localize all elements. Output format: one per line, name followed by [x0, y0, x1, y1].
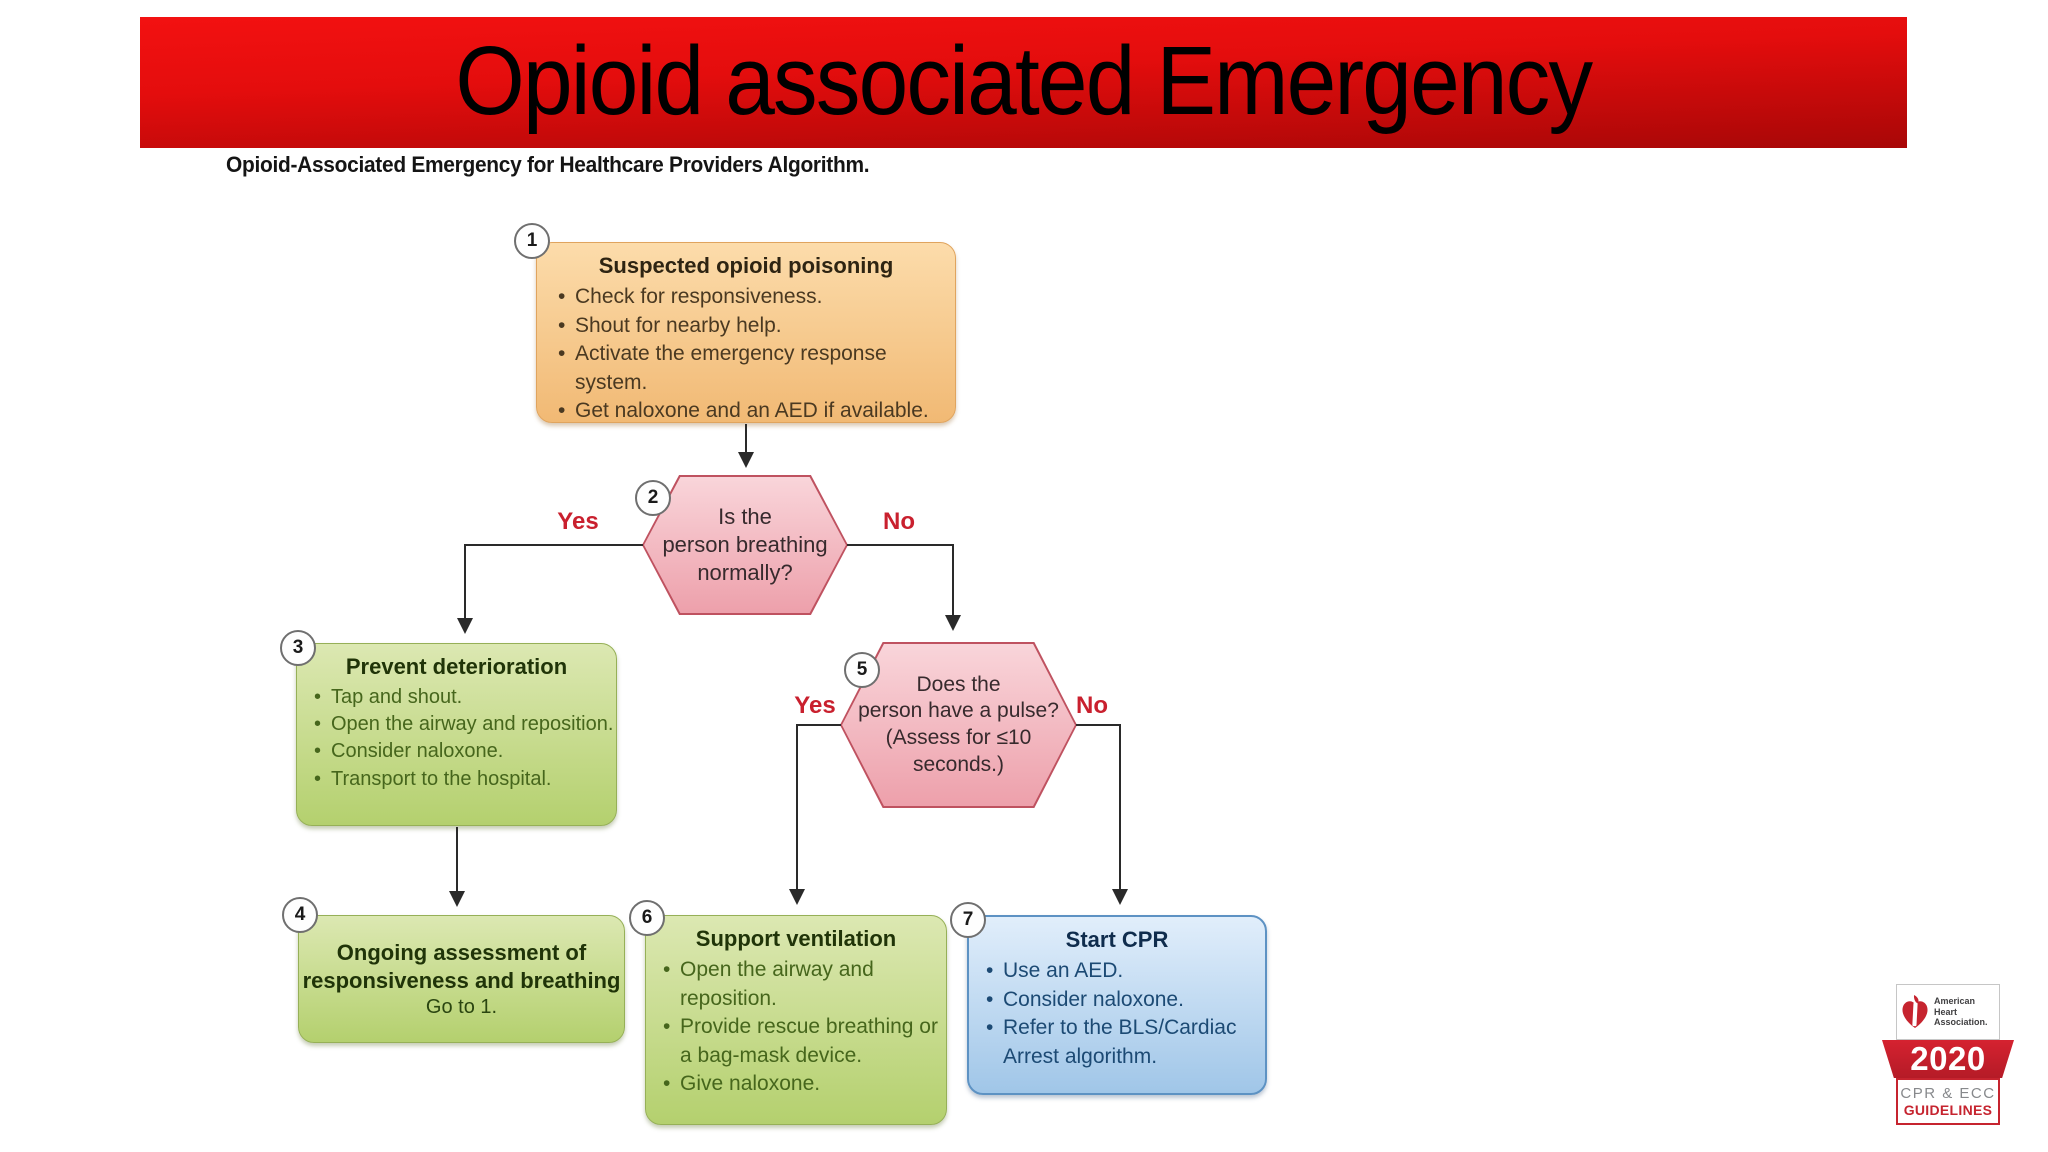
list-item: Activate the emergency response system. [558, 340, 955, 397]
heart-torch-icon [1902, 995, 1928, 1029]
connector-2-yes-to-3 [457, 544, 643, 634]
branch-label-no-5: No [1076, 692, 1108, 719]
decision-5-question: Does the person have a pulse? (Assess fo… [842, 644, 1075, 806]
node-3-number-badge: 3 [280, 630, 316, 666]
node-6-bullet-list: Open the airway and reposition. Provide … [646, 956, 946, 1099]
list-item: Tap and shout. [314, 684, 616, 711]
aha-program: CPR & ECC [1900, 1085, 1996, 1102]
aha-edition: GUIDELINES [1903, 1102, 1993, 1118]
algorithm-subtitle: Opioid-Associated Emergency for Healthca… [226, 152, 870, 177]
connector-5-yes-to-6 [789, 724, 841, 905]
list-item: Provide rescue breathing or a bag-mask d… [663, 1013, 946, 1070]
flow-node-3-prevent-deterioration: Prevent deterioration Tap and shout. Ope… [296, 643, 617, 826]
aha-year-ribbon: 2020 [1882, 1040, 2014, 1078]
list-item: Shout for nearby help. [558, 312, 955, 341]
connector-2-no-to-5 [847, 544, 961, 631]
node-1-number-badge: 1 [514, 223, 550, 259]
branch-label-yes-2: Yes [557, 508, 599, 535]
decision-2-question: Is the person breathing normally? [644, 477, 846, 613]
node-4-goto: Go to 1. [425, 996, 498, 1018]
node-4-number-badge: 4 [282, 897, 318, 933]
aha-guidelines-card: CPR & ECC GUIDELINES [1896, 1078, 2000, 1125]
flow-decision-2-breathing-normally: Is the person breathing normally? [642, 475, 848, 615]
node-7-number-badge: 7 [950, 902, 986, 938]
title-banner: Opioid associated Emergency [140, 17, 1907, 148]
node-6-title: Support ventilation [695, 926, 897, 951]
list-item: Open the airway and reposition. [314, 711, 616, 738]
list-item: Check for responsiveness. [558, 283, 955, 312]
list-item: Use an AED. [986, 957, 1265, 986]
list-item: Transport to the hospital. [314, 766, 616, 793]
node-3-title: Prevent deterioration [345, 654, 568, 679]
node-3-bullet-list: Tap and shout. Open the airway and repos… [297, 684, 616, 793]
connector-5-no-to-7 [1076, 724, 1128, 905]
node-5-number-badge: 5 [844, 652, 880, 688]
node-7-bullet-list: Use an AED. Consider naloxone. Refer to … [969, 957, 1265, 1071]
node-2-number-badge: 2 [635, 480, 671, 516]
aha-year: 2020 [1910, 1040, 1986, 1077]
node-1-title: Suspected opioid poisoning [598, 253, 894, 278]
branch-label-no-2: No [883, 508, 915, 535]
aha-logo-card: American Heart Association. [1896, 984, 2000, 1040]
node-4-title: Ongoing assessment of responsiveness and… [302, 940, 621, 993]
flow-node-6-support-ventilation: Support ventilation Open the airway and … [645, 915, 947, 1125]
list-item: Refer to the BLS/Cardiac Arrest algorith… [986, 1014, 1265, 1071]
list-item: Consider naloxone. [986, 986, 1265, 1015]
flow-node-1-suspected-opioid-poisoning: Suspected opioid poisoning Check for res… [536, 242, 956, 426]
node-1-bullet-list: Check for responsiveness. Shout for near… [537, 283, 955, 426]
node-6-number-badge: 6 [629, 900, 665, 936]
list-item: Open the airway and reposition. [663, 956, 946, 1013]
list-item: Consider naloxone. [314, 738, 616, 765]
list-item: Get naloxone and an AED if available. [558, 397, 955, 426]
page-title: Opioid associated Emergency [455, 25, 1594, 135]
aha-2020-guidelines-logo: American Heart Association. 2020 CPR & E… [1882, 984, 2014, 1125]
node-7-title: Start CPR [1065, 927, 1169, 952]
flow-node-4-ongoing-assessment: Ongoing assessment of responsiveness and… [298, 915, 625, 1043]
branch-label-yes-5: Yes [794, 692, 836, 719]
list-item: Give naloxone. [663, 1070, 946, 1099]
aha-org-name: American Heart Association. [1934, 996, 1988, 1028]
flow-node-7-start-cpr: Start CPR Use an AED. Consider naloxone.… [967, 915, 1267, 1095]
